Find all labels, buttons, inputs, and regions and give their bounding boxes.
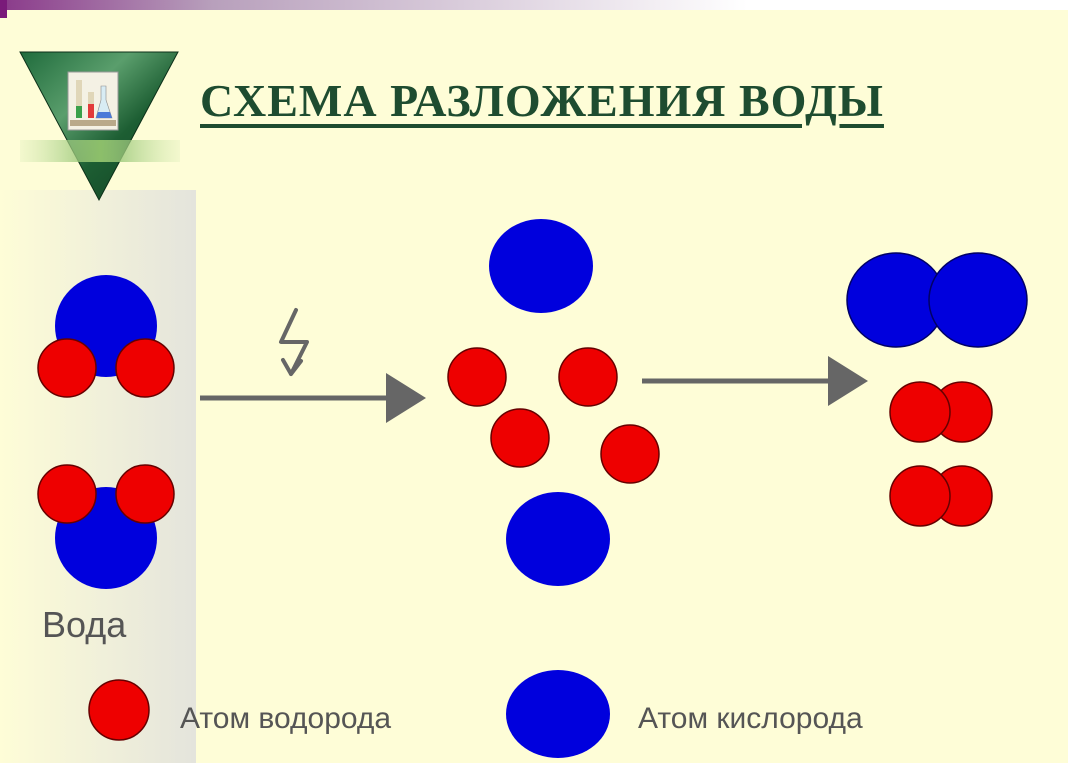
hydrogen-atom <box>889 465 951 527</box>
hydrogen-atom <box>490 408 550 468</box>
water-molecule-bottom <box>37 464 175 589</box>
hydrogen-molecule <box>889 381 993 443</box>
hydrogen-molecule <box>889 465 993 527</box>
hydrogen-atom <box>600 424 660 484</box>
hydrogen-atom <box>115 338 175 398</box>
oxygen-atom <box>928 252 1028 348</box>
water-molecule-top <box>37 275 175 398</box>
legend-hydrogen-symbol <box>88 679 150 741</box>
hydrogen-atom <box>115 464 175 524</box>
legend-oxygen-symbol <box>506 670 610 758</box>
lightning-icon <box>279 308 309 376</box>
legend-oxygen-label: Атом кислорода <box>638 702 863 735</box>
oxygen-atom <box>489 219 593 313</box>
oxygen-molecule <box>846 252 1028 348</box>
legend-hydrogen-label: Атом водорода <box>180 702 392 735</box>
hydrogen-atom <box>37 338 97 398</box>
hydrogen-atom <box>447 347 507 407</box>
green-triangle-logo <box>19 51 180 202</box>
top-gradient-bar <box>0 0 1068 10</box>
hydrogen-atom <box>558 347 618 407</box>
corner-accent <box>0 0 7 18</box>
hydrogen-atom <box>37 464 97 524</box>
slide-title: СХЕМА РАЗЛОЖЕНИЯ ВОДЫ <box>200 75 884 126</box>
oxygen-atom <box>506 492 610 586</box>
water-label: Вода <box>42 604 127 645</box>
lab-flasks-icon <box>67 71 119 131</box>
separate-atoms <box>447 219 660 586</box>
hydrogen-atom <box>889 381 951 443</box>
